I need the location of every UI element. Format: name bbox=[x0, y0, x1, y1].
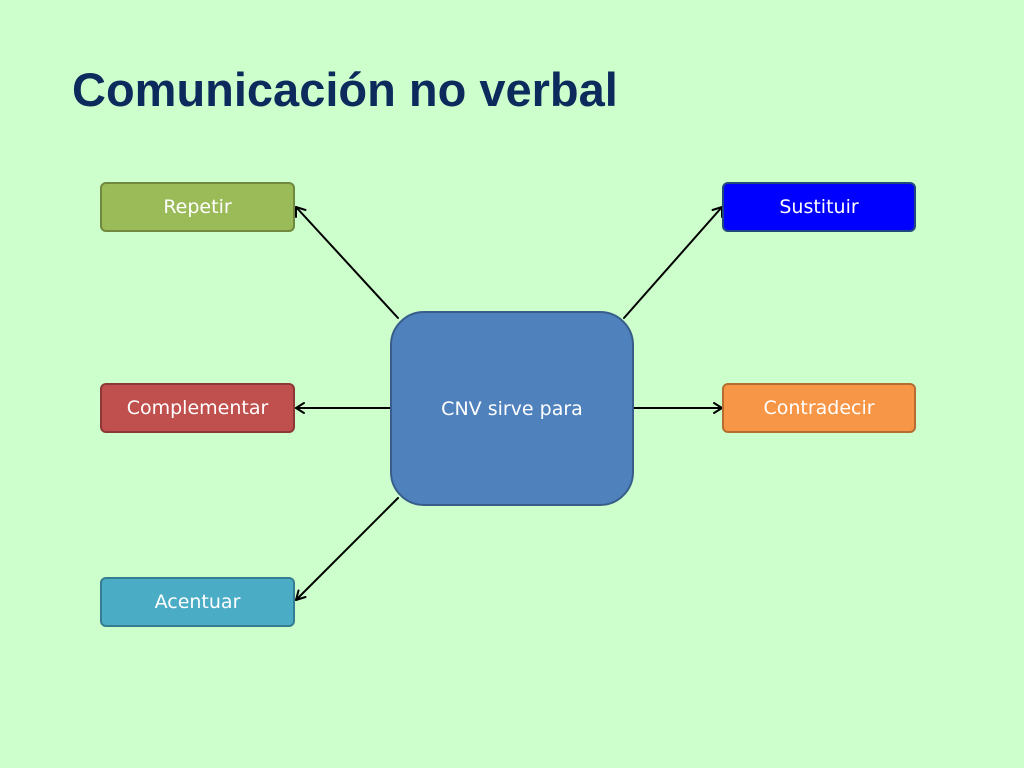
connector-line bbox=[295, 497, 399, 601]
node-contradecir: Contradecir bbox=[722, 383, 916, 433]
node-complementar: Complementar bbox=[100, 383, 295, 433]
node-label: Complementar bbox=[126, 397, 269, 419]
node-sustituir: Sustituir bbox=[722, 182, 916, 232]
connector-line bbox=[623, 206, 723, 319]
edge-center-sustituir bbox=[623, 206, 723, 319]
node-label: Acentuar bbox=[154, 591, 241, 613]
node-label: CNV sirve para bbox=[441, 397, 583, 420]
node-center: CNV sirve para bbox=[390, 311, 634, 506]
edge-center-complementar bbox=[295, 402, 391, 414]
node-acentuar: Acentuar bbox=[100, 577, 295, 627]
node-label: Repetir bbox=[163, 196, 232, 218]
connector-line bbox=[295, 206, 399, 319]
node-label: Sustituir bbox=[779, 196, 859, 218]
arrowhead bbox=[295, 402, 305, 414]
node-repetir: Repetir bbox=[100, 182, 295, 232]
edge-center-contradecir bbox=[633, 402, 723, 414]
arrowhead bbox=[295, 206, 307, 218]
slide-title: Comunicación no verbal bbox=[72, 63, 618, 116]
edge-center-repetir bbox=[295, 206, 399, 319]
edge-center-acentuar bbox=[295, 497, 399, 601]
node-label: Contradecir bbox=[763, 397, 875, 419]
arrowhead bbox=[295, 589, 307, 601]
